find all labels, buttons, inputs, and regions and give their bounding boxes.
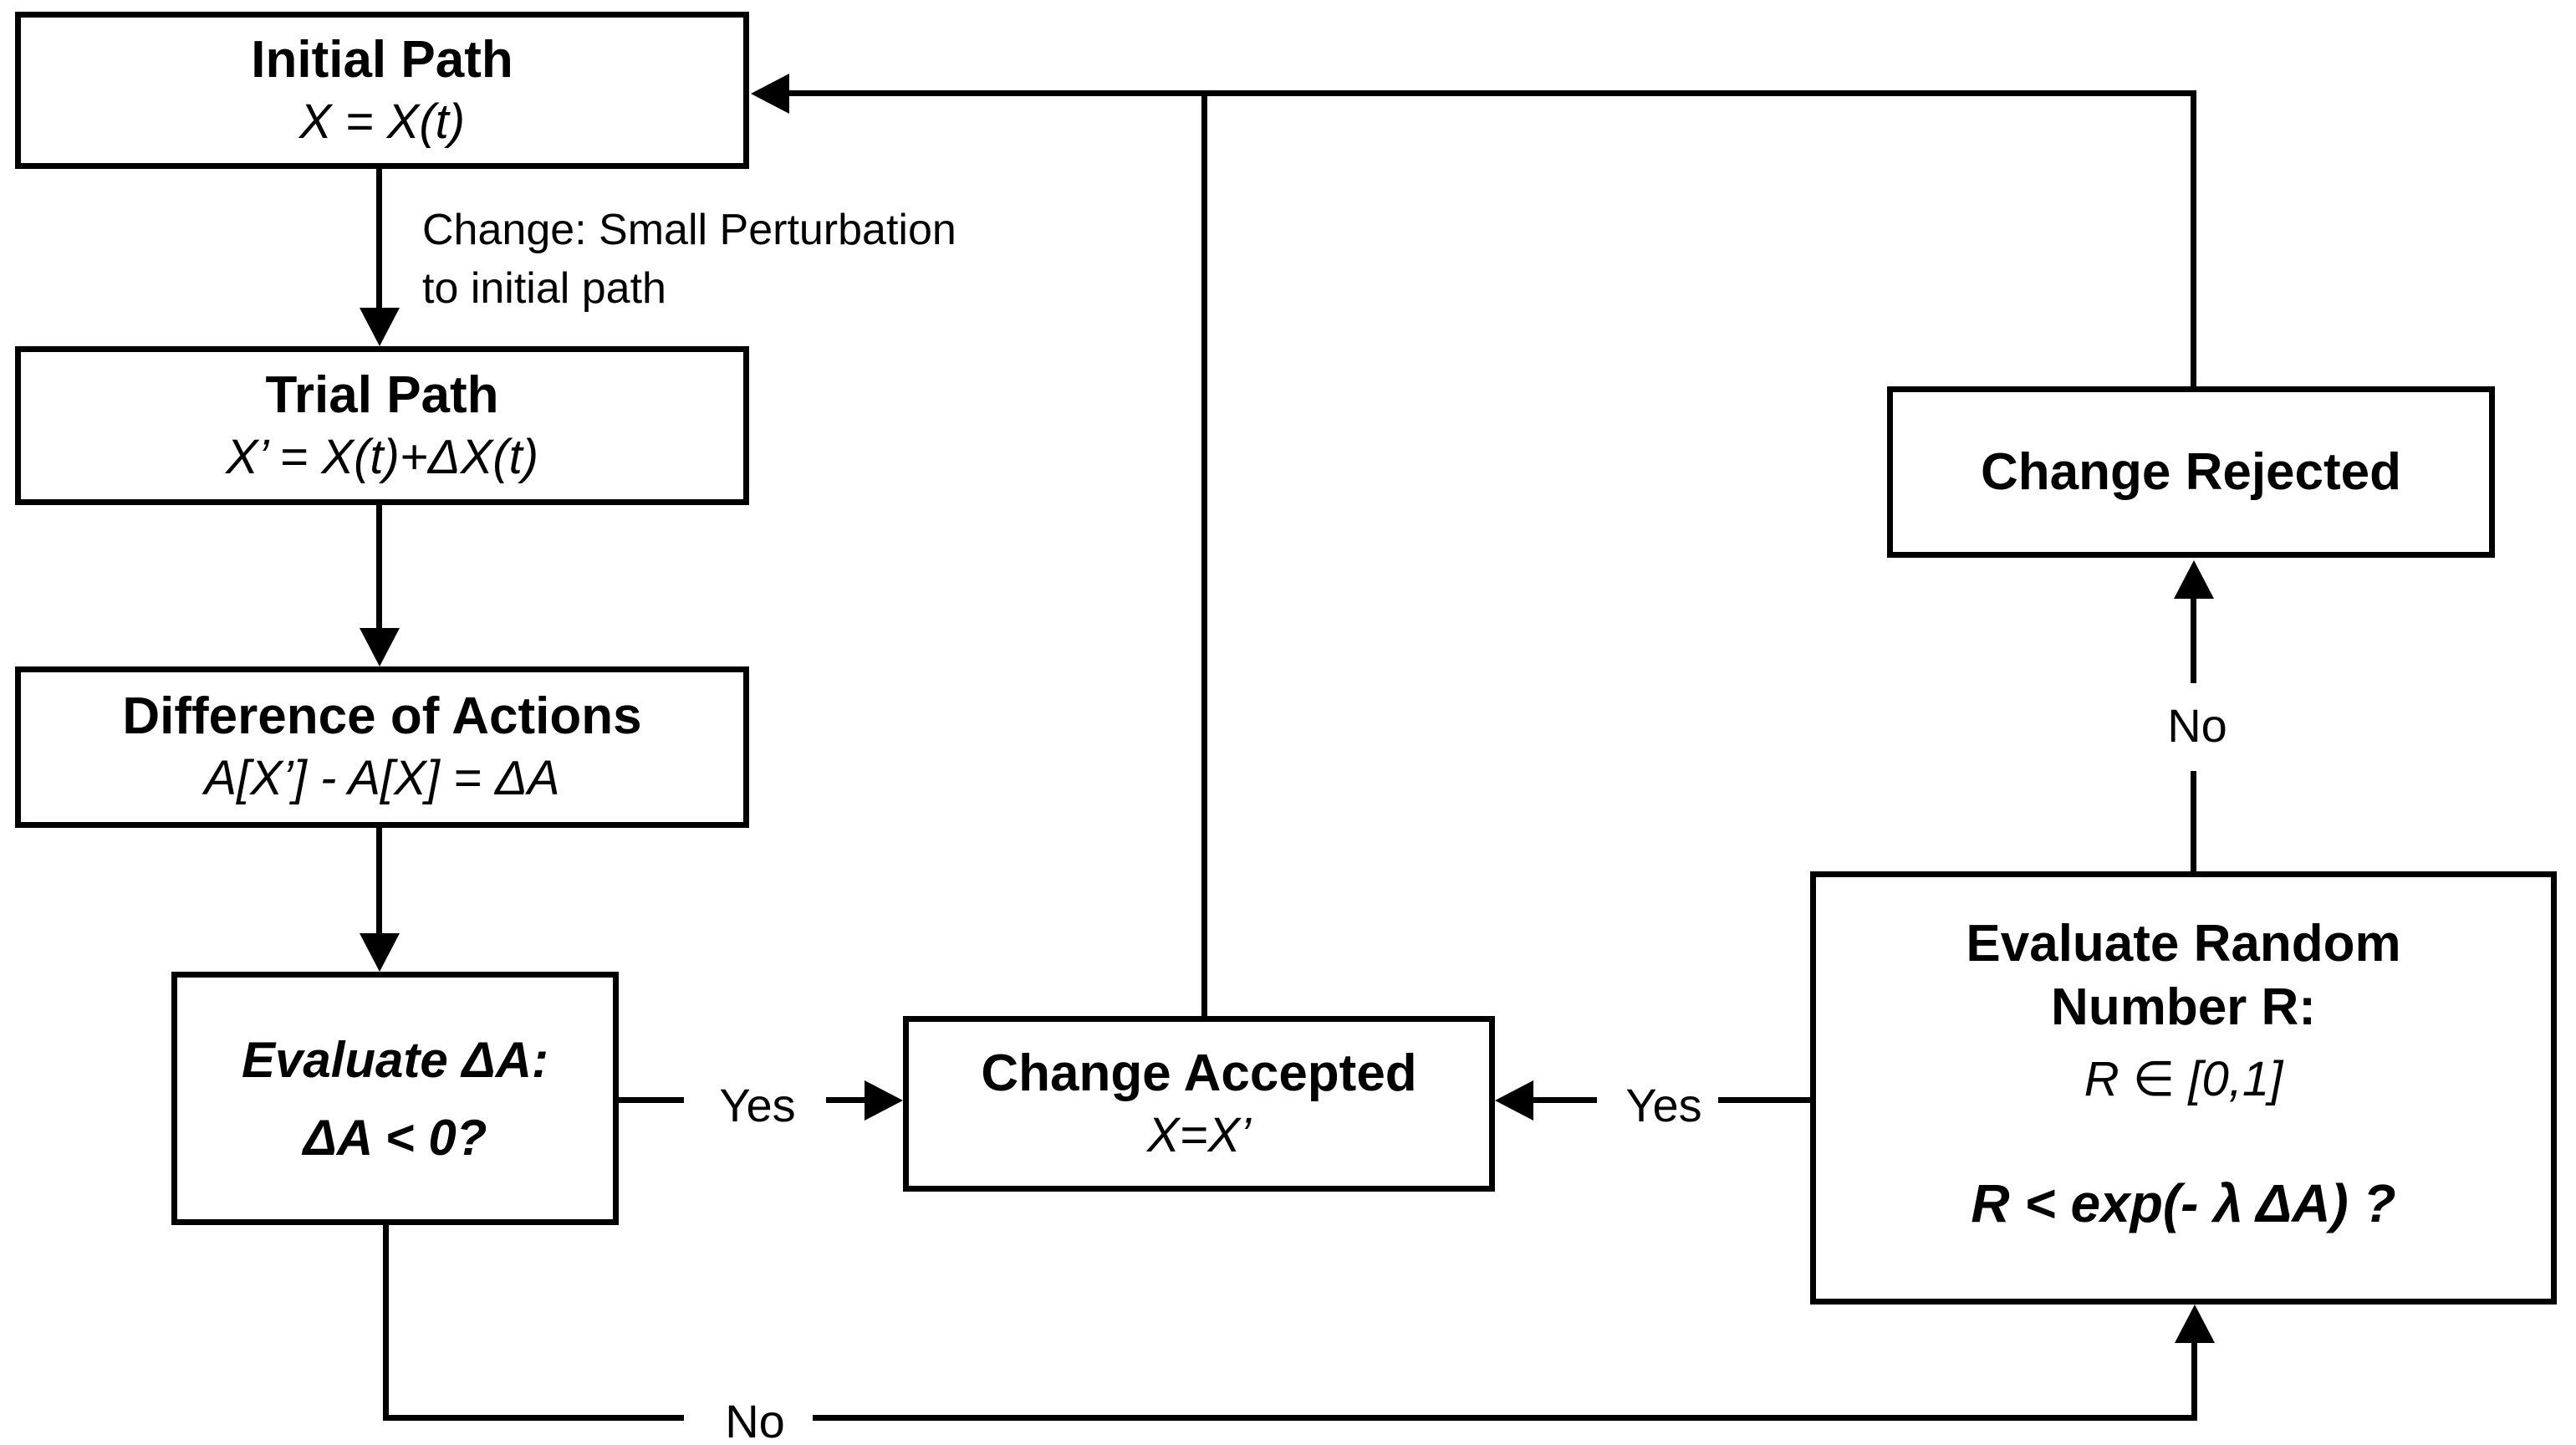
label-perturbation-line2: to initial path bbox=[422, 264, 666, 314]
edge-no-bottom-hline1 bbox=[383, 1415, 684, 1421]
node-evaluate-random-title-line2: Number R: bbox=[2051, 978, 2316, 1036]
edge-yes-right-line1 bbox=[1532, 1097, 1601, 1103]
edge-yes-left-arrowhead-icon bbox=[865, 1080, 903, 1121]
label-yes-left: Yes bbox=[691, 1077, 824, 1134]
edge-no-bottom-hline2 bbox=[813, 1415, 2197, 1421]
node-initial-path-formula: X = X(t) bbox=[298, 94, 466, 149]
edge-difference-to-evaluate-line bbox=[376, 828, 382, 935]
edge-initial-to-trial-arrowhead-icon bbox=[360, 308, 400, 346]
edge-initial-to-trial-line bbox=[376, 169, 382, 311]
label-no-right: No bbox=[2130, 697, 2264, 754]
edge-yes-left-line1 bbox=[619, 1097, 684, 1103]
edge-trial-to-difference-arrowhead-icon bbox=[360, 628, 400, 666]
edge-no-bottom-vline-right bbox=[2191, 1338, 2197, 1421]
node-change-accepted-formula: X=X’ bbox=[1146, 1107, 1252, 1162]
node-evaluate-random: Evaluate Random Number R: R ∈ [0,1] R < … bbox=[1810, 871, 2557, 1305]
edge-trial-to-difference-line bbox=[376, 505, 382, 631]
label-perturbation-line1: Change: Small Perturbation bbox=[422, 206, 956, 254]
edge-feedback-arrowhead-icon bbox=[751, 74, 789, 114]
label-yes-right: Yes bbox=[1597, 1077, 1731, 1134]
label-perturbation: Change: Small Perturbation to initial pa… bbox=[422, 201, 956, 318]
node-initial-path-title: Initial Path bbox=[251, 30, 513, 89]
edge-accepted-to-feedback-line bbox=[1201, 94, 1207, 1016]
edge-yes-right-arrowhead-icon bbox=[1495, 1080, 1533, 1121]
edge-no-bottom-arrowhead-icon bbox=[2175, 1305, 2215, 1343]
edge-rejected-to-feedback-line bbox=[2191, 94, 2196, 386]
node-change-rejected: Change Rejected bbox=[1887, 386, 2495, 558]
edge-yes-left-line2 bbox=[826, 1097, 868, 1103]
node-trial-path: Trial Path X’ = X(t)+ΔX(t) bbox=[15, 346, 749, 505]
node-change-accepted-title: Change Accepted bbox=[981, 1044, 1417, 1102]
node-evaluate-random-title-line1: Evaluate Random bbox=[1966, 915, 2401, 973]
node-evaluate-delta-a-line1: Evaluate ΔA: bbox=[241, 1031, 549, 1088]
edge-yes-right-line2 bbox=[1718, 1097, 1810, 1103]
node-evaluate-random-condition: R < exp(- λ ΔA) ? bbox=[1971, 1173, 2396, 1234]
node-evaluate-delta-a-line2: ΔA < 0? bbox=[303, 1109, 487, 1166]
node-evaluate-delta-a: Evaluate ΔA: ΔA < 0? bbox=[171, 972, 619, 1225]
node-difference-of-actions-formula: A[X’] - A[X] = ΔA bbox=[204, 751, 560, 806]
edge-no-right-line1 bbox=[2191, 595, 2196, 683]
node-trial-path-formula: X’ = X(t)+ΔX(t) bbox=[225, 429, 539, 484]
node-change-accepted: Change Accepted X=X’ bbox=[903, 1016, 1495, 1192]
node-evaluate-random-range: R ∈ [0,1] bbox=[2084, 1052, 2283, 1107]
node-initial-path: Initial Path X = X(t) bbox=[15, 12, 749, 169]
node-change-rejected-title: Change Rejected bbox=[1980, 442, 2402, 501]
edge-difference-to-evaluate-arrowhead-icon bbox=[360, 933, 400, 972]
node-difference-of-actions: Difference of Actions A[X’] - A[X] = ΔA bbox=[15, 666, 749, 828]
edge-no-right-arrowhead-icon bbox=[2174, 560, 2214, 599]
edge-no-right-line2 bbox=[2191, 771, 2196, 871]
node-trial-path-title: Trial Path bbox=[265, 365, 499, 424]
label-no-bottom: No bbox=[684, 1393, 826, 1445]
edge-no-bottom-vline-left bbox=[383, 1225, 389, 1421]
edge-feedback-top-line bbox=[786, 90, 2196, 96]
node-difference-of-actions-title: Difference of Actions bbox=[122, 687, 642, 746]
